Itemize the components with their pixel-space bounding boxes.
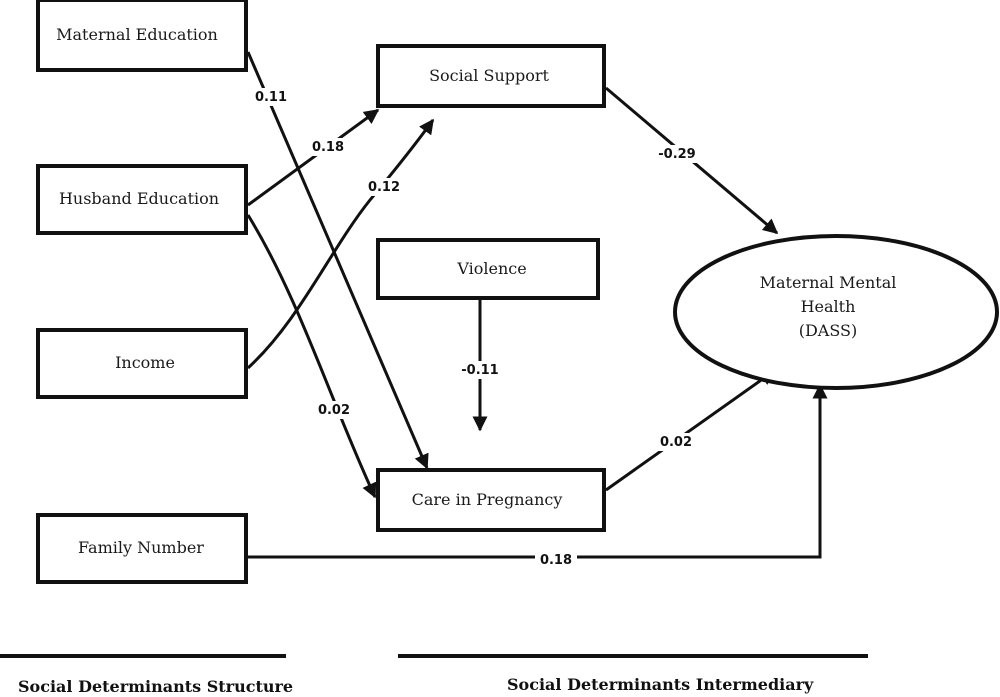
edge-maternal-education-to-care	[246, 51, 429, 470]
node-label: Income	[115, 353, 175, 372]
node-label: Violence	[456, 259, 526, 278]
node-maternal-mental-health: Maternal Mental Health (DASS)	[673, 234, 999, 390]
coef-family-number-mental-health: 0.18	[540, 553, 572, 568]
coef-care-mental-health: 0.02	[660, 435, 692, 450]
node-label-line-1: Maternal Mental	[760, 273, 897, 292]
coef-husband-education-care: 0.02	[318, 403, 350, 418]
node-husband-education: Husband Education	[36, 164, 248, 235]
coef-label: 0.11	[255, 88, 287, 106]
node-care-in-pregnancy: Care in Pregnancy	[376, 468, 606, 532]
coef-maternal-education-care: 0.11	[255, 90, 287, 105]
coef-husband-education-social-support: 0.18	[312, 140, 344, 155]
coef-label: 0.12	[366, 178, 402, 196]
coef-label: 0.02	[656, 433, 696, 451]
group-label-intermediary: Social Determinants Intermediary	[507, 675, 814, 694]
node-label: Husband Education	[59, 189, 219, 208]
edge-husband-education-to-care	[246, 214, 377, 499]
coef-label: 0.18	[310, 138, 346, 156]
node-label: Maternal Education	[56, 25, 218, 44]
edge-family-number-to-mental-health	[248, 383, 828, 559]
node-label: Care in Pregnancy	[412, 490, 563, 509]
node-label-line-2: Health	[801, 297, 856, 316]
coef-income-social-support: 0.12	[368, 180, 400, 195]
node-social-support: Social Support	[376, 44, 606, 108]
coef-violence-care: -0.11	[461, 363, 498, 378]
edge-income-to-social-support	[246, 118, 435, 370]
node-violence: Violence	[376, 238, 600, 300]
edge-husband-education-to-social-support	[247, 108, 380, 207]
node-maternal-education: Maternal Education	[36, 0, 248, 72]
group-label-structure: Social Determinants Structure	[18, 677, 293, 696]
node-label: Family Number	[78, 538, 204, 557]
coef-label: -0.29	[655, 145, 699, 163]
coef-social-support-mental-health: -0.29	[658, 147, 695, 162]
node-income: Income	[36, 328, 248, 399]
coef-label: 0.18	[535, 551, 577, 568]
coef-label: 0.02	[314, 401, 354, 419]
edge-care-to-mental-health	[605, 369, 776, 492]
node-label: Social Support	[429, 66, 549, 85]
node-label-line-3: (DASS)	[799, 321, 858, 340]
coef-label: -0.11	[459, 361, 501, 379]
node-family-number: Family Number	[36, 513, 248, 584]
